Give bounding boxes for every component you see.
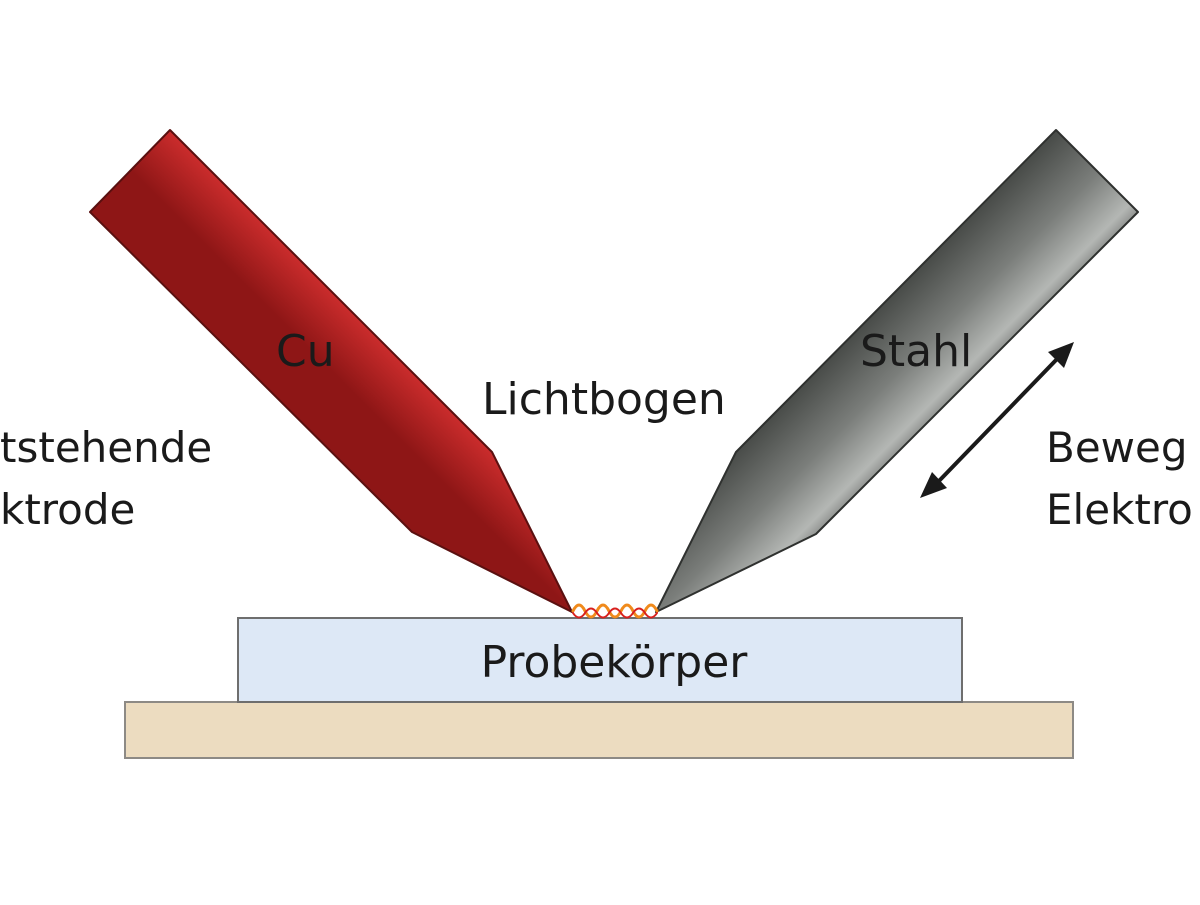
moving-electrode-label-line1: Beweg (1046, 423, 1188, 472)
specimen-block (237, 617, 963, 703)
base-plate (124, 701, 1074, 759)
moving-electrode-label-line2: Elektro (1046, 485, 1193, 534)
fixed-electrode-label-line1: tstehende (0, 423, 212, 472)
double-arrow-icon (920, 342, 1074, 498)
copper-electrode (89, 129, 573, 613)
arc-label: Lichtbogen (482, 374, 726, 425)
fixed-electrode-label-line2: ktrode (0, 485, 135, 534)
arc-spark (571, 603, 659, 619)
steel-electrode-label: Stahl (860, 326, 972, 377)
specimen-label: Probekörper (481, 637, 749, 688)
steel-electrode (655, 129, 1139, 613)
copper-electrode-label: Cu (276, 326, 335, 377)
